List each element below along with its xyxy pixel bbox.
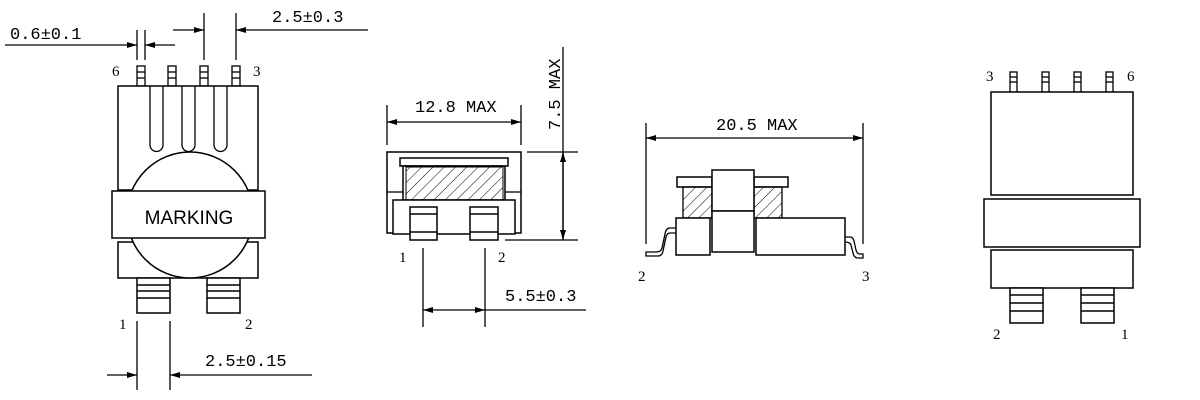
pin-label-3: 3 [253,64,261,80]
dim-pad-pitch-label: 5.5±0.3 [505,288,576,307]
dim-bottom-pitch-label: 2.5±0.15 [205,353,287,372]
front-view: 12.8 MAX 7.5 MAX 1 2 5.5±0.3 [386,47,586,327]
dimension-top-pitch: 2.5±0.3 [173,9,368,60]
center-core-top [711,169,755,212]
top-cap [399,157,509,167]
bottom-view: 3 6 2 1 [983,69,1141,343]
left-lead [645,227,676,257]
pin-label-1: 1 [1121,327,1129,343]
side-view: 20.5 MAX 2 3 [638,117,870,285]
top-view: 0.6±0.1 2.5±0.3 6 3 MARKING [5,9,368,390]
pin-label-2: 2 [993,327,1001,343]
pin-label-1: 1 [119,317,127,333]
dim-height-label: 7.5 MAX [547,59,566,130]
dim-width-label: 12.8 MAX [415,99,497,118]
right-lead [844,236,864,259]
marking-label: MARKING [145,208,234,229]
dimension-length: 20.5 MAX [645,117,864,244]
pin-label-3: 3 [986,69,994,85]
right-winding [753,186,783,219]
dim-lead-width-label: 0.6±0.1 [10,26,81,45]
dim-length-label: 20.5 MAX [716,117,798,136]
dimension-height: 7.5 MAX [505,47,578,241]
pin-label-6: 6 [112,64,120,80]
dimension-pad-pitch: 5.5±0.3 [422,248,586,327]
winding-hatch [405,166,504,201]
bottom-pins [136,277,241,314]
pads [409,206,499,241]
right-terminal-block [755,217,846,256]
center-core-bottom [711,210,755,253]
pin-label-3: 3 [862,269,870,285]
pin-label-2: 2 [498,250,506,266]
right-cap [753,176,789,188]
lower-core [990,249,1134,289]
dimension-width: 12.8 MAX [386,99,522,145]
pin-label-1: 1 [399,250,407,266]
top-pins [136,65,241,87]
marking-band [111,190,266,239]
left-cap [676,176,713,188]
pin-label-6: 6 [1127,69,1135,85]
left-terminal-block [675,217,711,256]
pin-label-2: 2 [638,269,646,285]
bottom-pins [1009,287,1115,324]
top-pins [1009,71,1114,93]
pin-label-2: 2 [245,317,253,333]
left-winding [682,186,713,219]
upper-core [990,91,1134,196]
dimension-lead-width: 0.6±0.1 [5,26,175,60]
dim-top-pitch-label: 2.5±0.3 [272,9,343,28]
dimension-bottom-pitch: 2.5±0.15 [107,321,312,390]
middle-band [983,198,1141,248]
